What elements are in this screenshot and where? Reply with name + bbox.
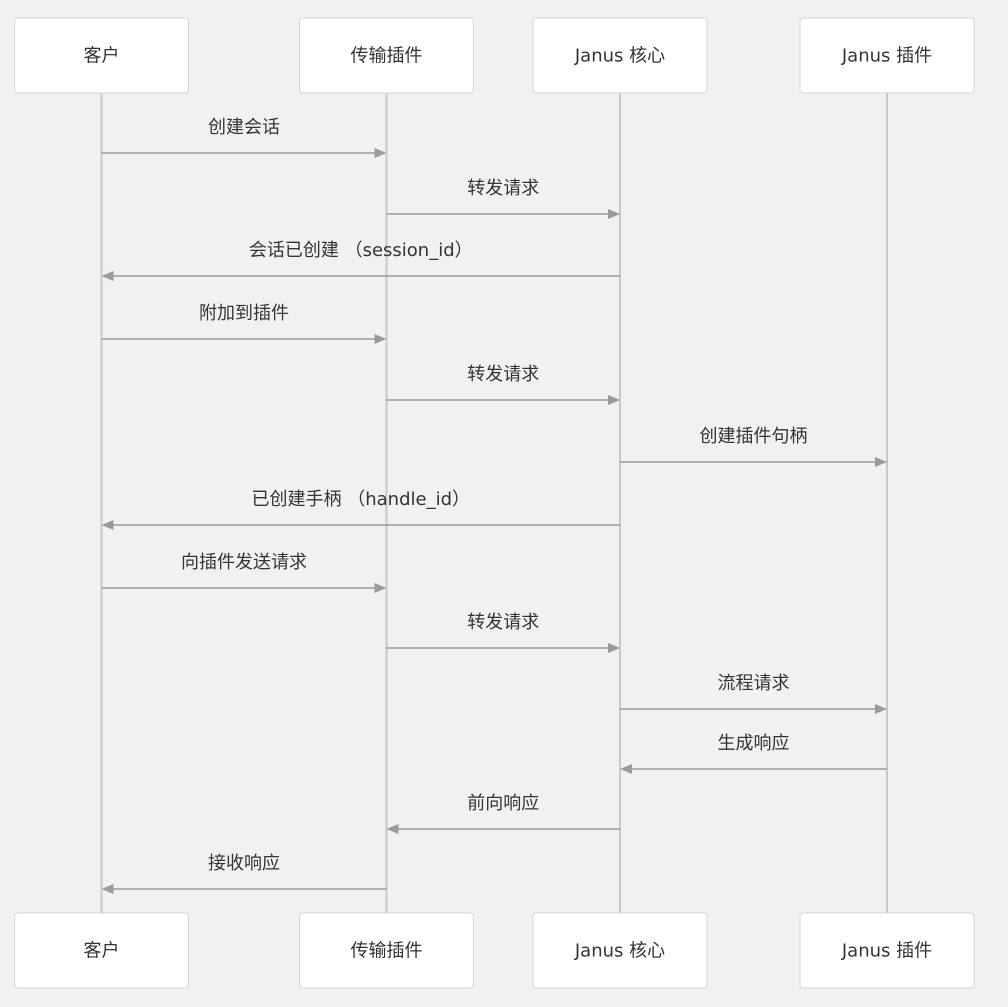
participant-box-bg [14,17,189,94]
message-arrowhead [101,271,114,281]
message-10: 流程请求 [620,673,887,714]
message-label: 接收响应 [208,853,280,874]
message-4: 附加到插件 [101,303,387,344]
participant-box-bottom-client: 客户 [14,912,189,989]
message-label: 转发请求 [467,612,539,633]
message-arrowhead [620,764,632,774]
message-3: 会话已创建 （session_id） [101,240,620,281]
participant-box-top-core: Janus 核心 [532,17,708,94]
message-label: 已创建手柄 （handle_id） [252,489,471,510]
message-label: 转发请求 [467,178,539,199]
participant-box-bottom-core: Janus 核心 [532,912,708,989]
participant-label: Janus 核心 [574,941,665,962]
message-arrowhead [386,824,399,834]
participant-box-bg [799,912,975,989]
message-arrowhead [374,148,387,158]
participant-box-bg [532,912,708,989]
message-7: 已创建手柄 （handle_id） [101,489,620,530]
message-label: 前向响应 [467,793,539,814]
participant-box-bg [299,912,474,989]
participant-box-top-transport: 传输插件 [299,17,474,94]
participant-label: 传输插件 [351,46,423,67]
message-6: 创建插件句柄 [620,426,887,467]
message-2: 转发请求 [386,178,620,219]
message-label: 流程请求 [718,673,790,694]
message-arrowhead [875,457,887,467]
message-arrowhead [608,395,620,405]
participant-box-top-plugin: Janus 插件 [799,17,975,94]
message-12: 前向响应 [386,793,620,834]
participant-box-bg [532,17,708,94]
message-13: 接收响应 [101,853,387,894]
message-label: 创建会话 [208,117,280,138]
message-5: 转发请求 [386,364,620,405]
message-arrowhead [101,884,114,894]
message-label: 附加到插件 [199,303,289,324]
participant-box-bg [799,17,975,94]
message-label: 创建插件句柄 [700,426,808,447]
participant-label: 传输插件 [351,941,423,962]
message-8: 向插件发送请求 [101,552,387,593]
participant-box-bottom-plugin: Janus 插件 [799,912,975,989]
message-arrowhead [875,704,887,714]
message-arrowhead [374,583,387,593]
message-1: 创建会话 [101,117,387,158]
message-arrowhead [374,334,387,344]
participant-label: 客户 [84,941,120,962]
participant-box-top-client: 客户 [14,17,189,94]
participant-box-bg [299,17,474,94]
message-9: 转发请求 [386,612,620,653]
message-arrowhead [608,209,620,219]
message-arrowhead [101,520,114,530]
participant-label: Janus 插件 [841,941,932,962]
participant-label: 客户 [84,46,120,67]
participant-box-bottom-transport: 传输插件 [299,912,474,989]
participant-label: Janus 插件 [841,46,932,67]
message-label: 向插件发送请求 [181,552,307,573]
message-arrowhead [608,643,620,653]
message-label: 会话已创建 （session_id） [249,240,473,261]
message-11: 生成响应 [620,733,887,774]
participant-box-bg [14,912,189,989]
message-label: 转发请求 [467,364,539,385]
message-label: 生成响应 [718,733,790,754]
participant-label: Janus 核心 [574,46,665,67]
